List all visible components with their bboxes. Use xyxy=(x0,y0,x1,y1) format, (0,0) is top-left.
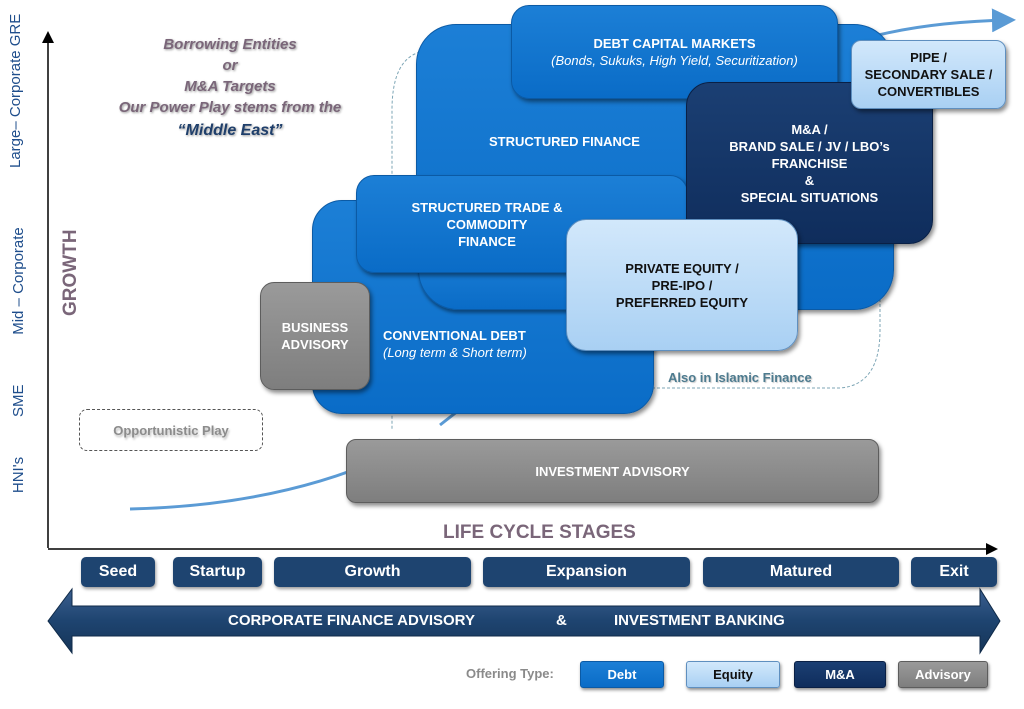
legend-mna: M&A xyxy=(794,661,886,688)
pe-line-1: PRIVATE EQUITY / xyxy=(625,261,739,276)
structured-trade-line-3: FINANCE xyxy=(458,233,516,249)
pe-line-2: PRE-IPO / xyxy=(651,278,713,293)
structured-finance-label: STRUCTURED FINANCE xyxy=(489,134,640,149)
pipe-box: PIPE / SECONDARY SALE / CONVERTIBLES xyxy=(851,40,1006,109)
opportunistic-play-note: Opportunistic Play xyxy=(79,409,263,451)
legend-advisory: Advisory xyxy=(898,661,988,688)
mna-line-3: FRANCHISE xyxy=(771,155,848,171)
stage-matured: Matured xyxy=(703,557,899,587)
tagline-line-3: M&A Targets xyxy=(184,78,276,95)
business-advisory-box: BUSINESS ADVISORY xyxy=(260,282,370,390)
investment-advisory-label: INVESTMENT ADVISORY xyxy=(535,463,690,479)
tagline: Borrowing Entities or M&A Targets Our Po… xyxy=(70,34,390,141)
islamic-finance-outline xyxy=(391,51,881,430)
stage-expansion: Expansion xyxy=(483,557,690,587)
private-equity-box: PRIVATE EQUITY / PRE-IPO / PREFERRED EQU… xyxy=(566,219,798,351)
mna-line-1: M&A / xyxy=(791,121,828,137)
stage-startup: Startup xyxy=(173,557,262,587)
investment-advisory-box: INVESTMENT ADVISORY xyxy=(346,439,879,503)
structured-trade-line-1: STRUCTURED TRADE & xyxy=(411,199,563,215)
stage-seed: Seed xyxy=(81,557,155,587)
y-label-hnis: HNI's xyxy=(10,456,27,494)
pipe-line-1: PIPE / xyxy=(910,50,947,65)
islamic-finance-note: Also in Islamic Finance xyxy=(668,370,812,385)
pipe-line-3: CONVERTIBLES xyxy=(877,84,980,99)
tagline-line-4: Our Power Play stems from the xyxy=(118,99,342,116)
business-advisory-line-1: BUSINESS xyxy=(281,320,349,335)
pipe-line-2: SECONDARY SALE / xyxy=(864,67,993,82)
tagline-line-1: Borrowing Entities xyxy=(163,36,297,53)
mna-line-4: & xyxy=(804,172,815,188)
mna-box: M&A / BRAND SALE / JV / LBO’s FRANCHISE … xyxy=(686,82,933,244)
banner-arrow xyxy=(47,587,1001,655)
mna-line-5: SPECIAL SITUATIONS xyxy=(740,189,879,205)
stage-growth: Growth xyxy=(274,557,471,587)
mna-line-2: BRAND SALE / JV / LBO’s xyxy=(729,138,890,154)
pe-line-3: PREFERRED EQUITY xyxy=(615,295,749,310)
tagline-line-2: or xyxy=(222,57,238,74)
conventional-debt-subtitle: (Long term & Short term) xyxy=(383,345,527,360)
y-label-mid-corporate: Mid – Corporate xyxy=(10,227,27,335)
legend-debt: Debt xyxy=(580,661,664,688)
lifecycle-title: LIFE CYCLE STAGES xyxy=(443,522,636,543)
legend-equity: Equity xyxy=(686,661,780,688)
dcm-title: DEBT CAPITAL MARKETS xyxy=(593,36,756,51)
business-advisory-line-2: ADVISORY xyxy=(281,337,349,352)
banner-left-text: CORPORATE FINANCE ADVISORY xyxy=(228,612,475,629)
growth-axis-title: GROWTH xyxy=(60,229,81,316)
y-label-large-corporate: Large– Corporate GRE xyxy=(7,13,24,168)
dcm-subtitle: (Bonds, Sukuks, High Yield, Securitizati… xyxy=(551,53,798,68)
y-label-sme: SME xyxy=(10,384,27,417)
legend-label: Offering Type: xyxy=(466,666,554,681)
structured-trade-line-2: COMMODITY xyxy=(446,216,528,232)
banner-amp: & xyxy=(556,612,567,629)
conventional-debt-title: CONVENTIONAL DEBT xyxy=(383,328,526,343)
tagline-highlight: “Middle East” xyxy=(177,122,283,139)
banner-right-text: INVESTMENT BANKING xyxy=(614,612,785,629)
stage-exit: Exit xyxy=(911,557,997,587)
